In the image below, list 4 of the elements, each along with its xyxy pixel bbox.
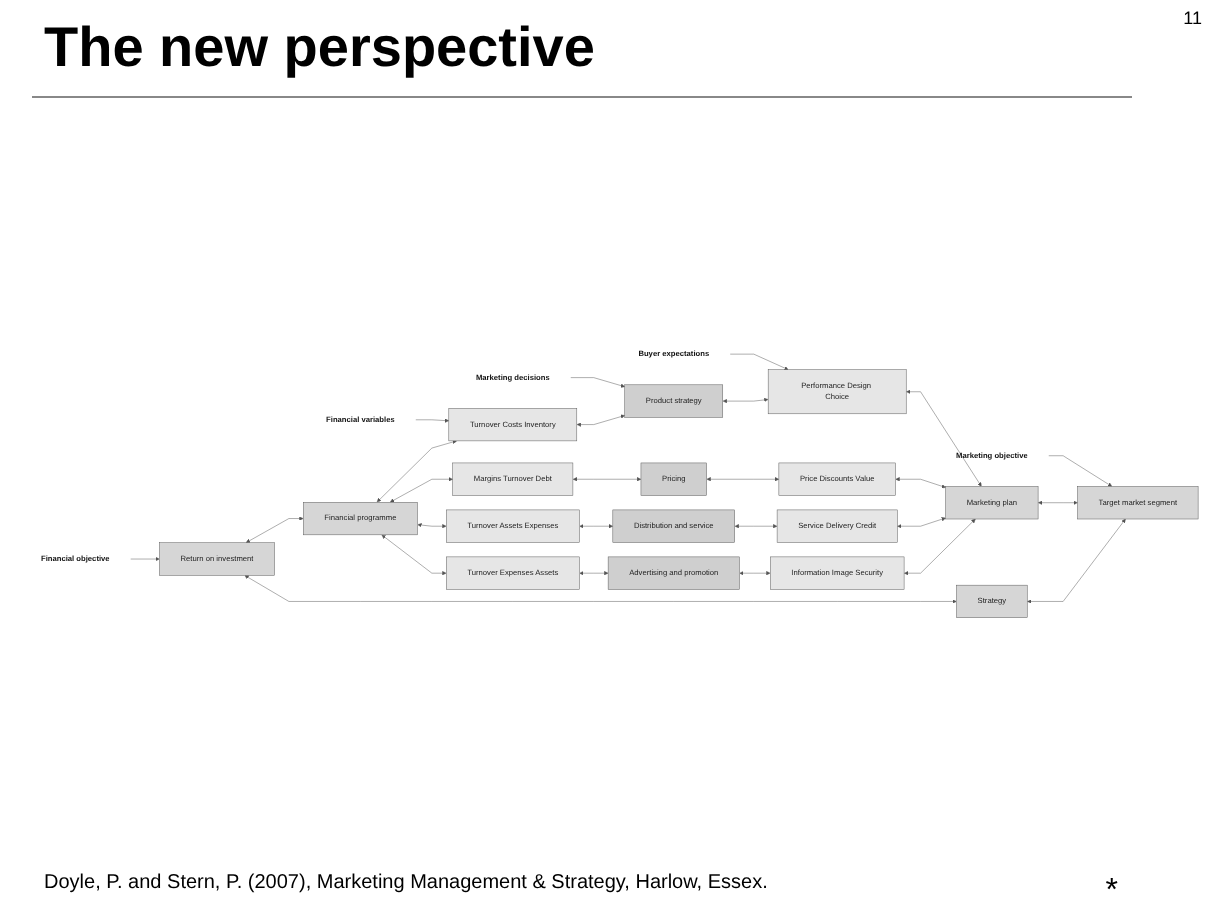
page-number: 11 [1183, 8, 1202, 28]
slide-title: The new perspective [44, 16, 595, 80]
citation-caption: Doyle, P. and Stern, P. (2007), Marketing Management & Strategy, Harlow, Essex. [44, 872, 768, 894]
footnote-mark: * [1105, 874, 1118, 910]
